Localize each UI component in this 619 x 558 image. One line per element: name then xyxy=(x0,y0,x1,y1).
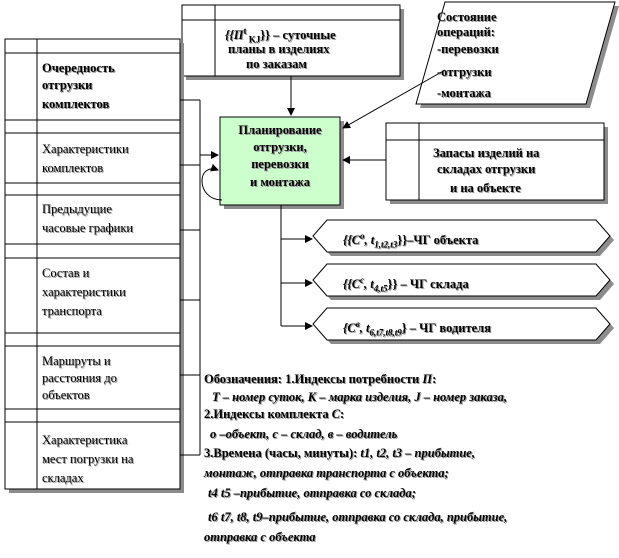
output-object-sup: o xyxy=(360,231,365,241)
output-object-mid: , t xyxy=(364,233,375,248)
left-store-3-line1: Предыдущие xyxy=(42,202,112,216)
top-store-line2: планы в изделиях xyxy=(228,42,330,56)
process-line1: Планирование xyxy=(238,123,322,137)
output-warehouse-label: {{Cc, t4,t5}} – ЧГ склада xyxy=(343,273,469,297)
stock-store-line2: складах отгрузки xyxy=(437,162,536,176)
left-store-1-line2: отгрузки xyxy=(42,78,93,92)
legend-l5a: 3.Времена (часы, минуты): xyxy=(204,446,361,460)
state-store-item2: -отгрузки xyxy=(437,65,492,79)
legend-l3: 2.Индексы комплекта xyxy=(204,407,332,421)
state-store-shape xyxy=(415,1,619,108)
legend-line6: монтаж, отправка транспорта с объекта; xyxy=(204,466,449,480)
legend-l5b: t1, t2, t3 – прибытие, xyxy=(360,446,475,460)
legend-l1b: П xyxy=(422,372,433,386)
output-object-prefix: {{C xyxy=(343,233,361,248)
output-warehouse-subs: 4,t5 xyxy=(373,283,388,294)
top-store-desc: }} – суточные xyxy=(260,28,336,43)
legend-line3: 2.Индексы комплекта С: xyxy=(204,407,344,422)
output-driver-sup: в xyxy=(355,319,360,329)
output-shapes xyxy=(312,219,614,344)
left-store-6-line2: мест погрузки на xyxy=(42,452,134,466)
stock-store-shape xyxy=(385,122,608,204)
left-store-5-line2: расстояния до xyxy=(42,371,117,385)
left-store-1-line1: Очередность xyxy=(42,61,115,75)
output-driver-label: {Cв, t6,t7,t8,t9} – ЧГ водителя xyxy=(343,317,491,341)
top-store-var: {{П xyxy=(225,28,244,43)
state-store-title2: операций: xyxy=(437,25,495,39)
left-store-5-line1: Маршруты и xyxy=(42,354,111,368)
left-store-5-line3: объектов xyxy=(42,388,90,402)
stock-store-line1: Запасы изделий на xyxy=(433,146,540,160)
legend-line9: отправка с объекта xyxy=(204,530,316,544)
left-store-6-line3: складах xyxy=(42,471,84,485)
process-line3: перевозки xyxy=(251,157,309,171)
left-store-2-line2: комплектов xyxy=(42,161,104,175)
output-warehouse-mid: , t xyxy=(364,277,374,292)
output-object-label: {{Co, t1,t2,t3}}–ЧГ объекта xyxy=(343,229,478,253)
process-line2: отгрузки, xyxy=(253,140,307,154)
state-store-item1: -перевозки xyxy=(437,42,499,56)
output-warehouse-sup: c xyxy=(360,275,365,285)
top-store-sub: KJ xyxy=(246,34,261,45)
output-warehouse-suffix: }} – ЧГ склада xyxy=(387,277,469,292)
output-driver-suffix: } – ЧГ водителя xyxy=(401,321,491,336)
state-store-item3: -монтажа xyxy=(437,86,491,100)
process-box-shape xyxy=(219,116,344,209)
legend-l1a: Обозначения: 1.Индексы потребности xyxy=(204,372,423,386)
process-line4: и монтажа xyxy=(250,175,310,189)
legend-l3c: : xyxy=(340,407,345,421)
top-store-shape xyxy=(181,4,404,80)
left-stores-shape xyxy=(4,38,184,493)
legend-line4: о –объект, с – склад, в – водитель xyxy=(210,427,398,441)
output-object-subs: 1,t2,t3 xyxy=(374,239,398,250)
left-store-1-line3: комплектов xyxy=(42,97,110,111)
output-warehouse-prefix: {{C xyxy=(343,277,361,292)
legend-l3b: С xyxy=(331,407,341,421)
left-store-6-line1: Характеристика xyxy=(42,433,128,447)
legend-line8: t6 t7, t8, t9–прибытие, отправка со скла… xyxy=(208,510,508,524)
left-store-4-line2: характеристики xyxy=(42,285,126,299)
legend-l1c: : xyxy=(432,372,437,386)
top-store-label: {{Пt KJ}} – суточные xyxy=(225,24,336,48)
left-store-4-line1: Состав и xyxy=(42,266,90,280)
left-store-2-line1: Характеристики xyxy=(42,142,129,156)
output-driver-prefix: {C xyxy=(343,321,356,336)
legend-line5: 3.Времена (часы, минуты): t1, t2, t3 – п… xyxy=(204,446,475,461)
output-driver-mid: , t xyxy=(359,321,370,336)
top-store-sup: t xyxy=(243,26,247,36)
stock-store-line3: и на объекте xyxy=(450,181,521,195)
output-driver-subs: 6,t7,t8,t9 xyxy=(369,327,402,338)
output-object-suffix: }}–ЧГ объекта xyxy=(397,233,479,248)
left-store-4-line3: транспорта xyxy=(42,304,102,318)
legend-line1: Обозначения: 1.Индексы потребности П: xyxy=(204,372,436,387)
legend-line2: Т – номер суток, К – марка изделия, J – … xyxy=(212,390,507,404)
state-store-title1: Состояние xyxy=(437,10,497,24)
top-store-line3: по заказам xyxy=(246,57,307,71)
flow-arrows xyxy=(201,69,446,330)
left-store-3-line2: часовые графики xyxy=(42,221,134,235)
legend-line7: t4 t5 –прибытие, отправка со склада; xyxy=(208,486,416,500)
left-connector xyxy=(180,99,219,456)
